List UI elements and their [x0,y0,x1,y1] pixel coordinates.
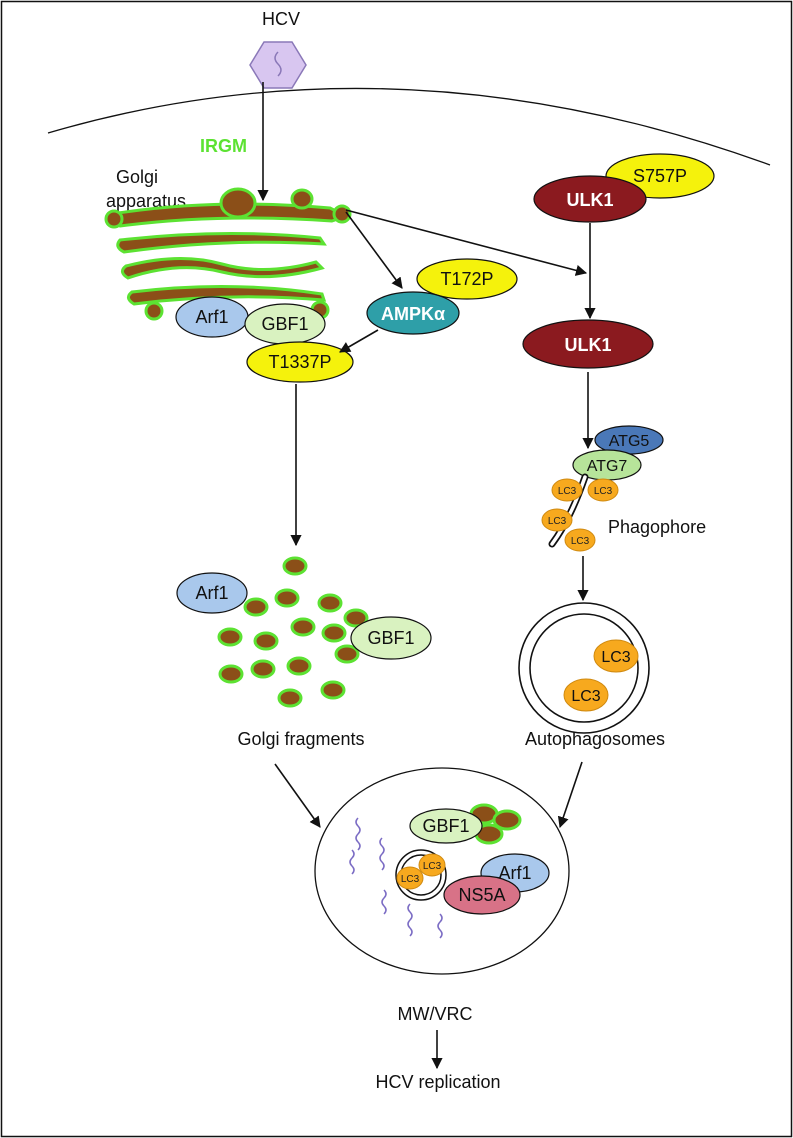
arrow-autophagosomes-to-mw [557,761,583,829]
gbf1-label: GBF1 [367,628,414,648]
mw-autophagosome: LC3 LC3 [395,849,447,901]
ampk-protein [366,291,460,335]
ulk1-active-protein [522,319,654,369]
lc3-label: LC3 [423,861,442,872]
irgm-label: IRGM [200,136,247,156]
arf1-label: Arf1 [195,583,228,603]
lc3-protein [541,508,573,532]
viral-rna-strands [349,817,443,939]
autophagosome: LC3 LC3 [518,602,650,734]
arf1-protein [176,572,248,614]
lc3-protein [587,478,619,502]
arrow-golgi-to-ulk1 [345,209,588,276]
t1337p-phosphosite [246,341,354,383]
t172p-phosphosite [416,258,518,300]
lc3-label: LC3 [571,536,590,547]
golgi-apparatus [104,187,352,321]
s757p-label: S757P [633,166,687,186]
arf1-label: Arf1 [498,863,531,883]
lc3-label: LC3 [548,516,567,527]
gbf1-label: GBF1 [422,816,469,836]
t172p-label: T172P [440,269,493,289]
autophagosomes-label: Autophagosomes [525,729,665,749]
lc3-label: LC3 [401,874,420,885]
lc3-protein [593,639,639,673]
lc3-protein [551,478,583,502]
lc3-phagophore-group: LC3 LC3 LC3 LC3 [541,478,619,552]
atg5-label: ATG5 [609,433,650,450]
lc3-label: LC3 [558,486,577,497]
lc3-label: LC3 [601,649,630,666]
hcv-replication-label: HCV replication [375,1072,500,1092]
hcv-label: HCV [262,9,300,29]
ulk1-active-label: ULK1 [564,335,611,355]
lc3-label: LC3 [594,486,613,497]
cell-membrane [47,87,771,166]
ulk1-inactive-protein [533,175,647,223]
ns5a-label: NS5A [458,885,505,905]
lc3-label: LC3 [571,688,600,705]
ampk-label: AMPKα [381,304,445,324]
phagophore-label: Phagophore [608,517,706,537]
gbf1-protein [409,808,483,844]
t1337p-label: T1337P [268,352,331,372]
ns5a-protein [443,875,521,915]
hcv-virion-icon [249,41,307,89]
lc3-protein [564,528,596,552]
golgi-label-line1: Golgi [116,167,158,187]
gbf1-protein [350,616,432,660]
golgi-fragments [217,556,369,708]
golgi-fragments-label: Golgi fragments [237,729,364,749]
arrow-ampk-to-gbf1 [339,329,379,353]
lc3-protein [396,866,424,890]
ulk1-inactive-label: ULK1 [566,190,613,210]
gbf1-label: GBF1 [261,314,308,334]
arrow-fragments-to-mw [274,763,321,828]
lc3-protein [418,853,446,877]
arf1-label: Arf1 [195,307,228,327]
atg7-label: ATG7 [587,458,628,475]
arrow-golgi-to-ampk [345,211,403,289]
lc3-protein [563,678,609,712]
mw-vrc-label: MW/VRC [398,1004,473,1024]
